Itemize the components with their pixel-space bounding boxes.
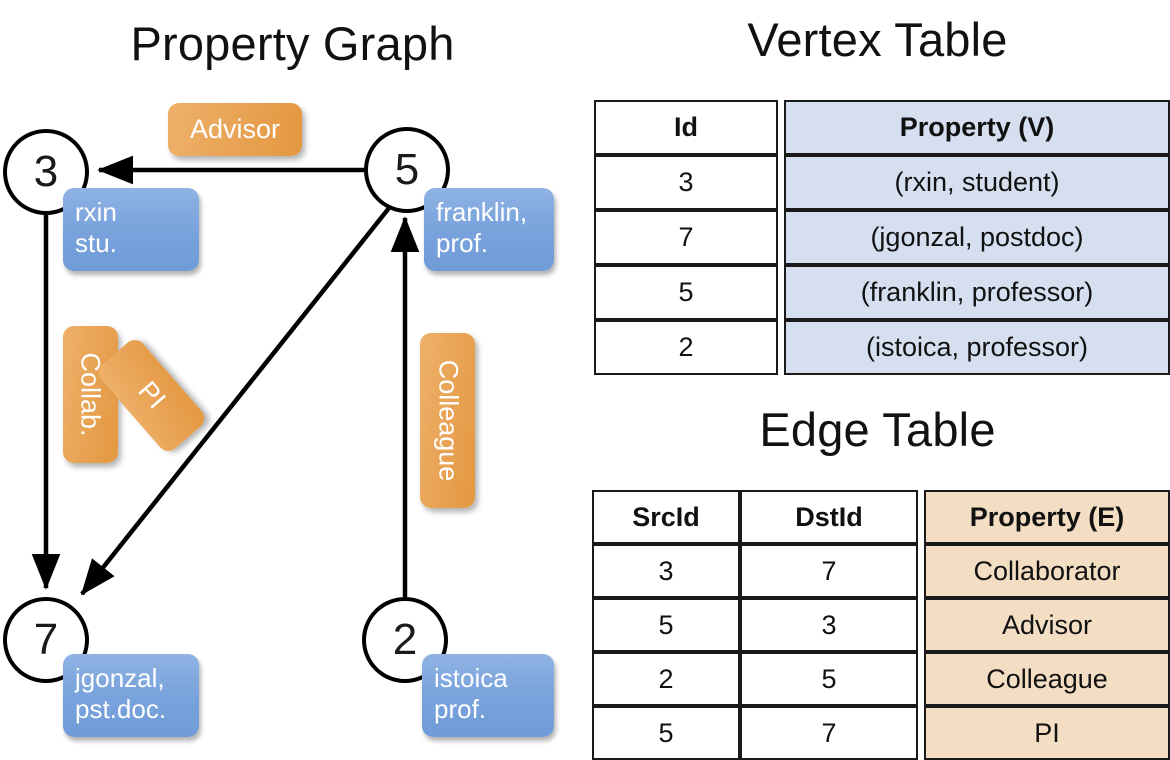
edge-table-header-row: SrcId DstId Property (E) (592, 490, 1170, 544)
vertex-row-0-property: (rxin, student) (784, 155, 1170, 210)
edge-row-3-dst: 7 (740, 706, 918, 760)
graph-node-5[interactable]: 5 (364, 127, 450, 213)
edge-label-collab: Collab. (63, 326, 118, 463)
table-row: 5 (franklin, professor) (594, 265, 1170, 320)
edge-pi-5-to-7 (80, 206, 391, 596)
edge-label-advisor-text: Advisor (189, 114, 281, 144)
edge-row-3-property: PI (924, 706, 1170, 760)
vertex-property-box-3-line1: rxin (75, 197, 117, 227)
edge-table-header-srcid: SrcId (592, 490, 740, 544)
vertex-property-box-3-line2: stu. (75, 228, 117, 258)
vertex-property-box-7: jgonzal, pst.doc. (63, 654, 199, 737)
vertex-table-header-row: Id Property (V) (594, 100, 1170, 155)
vertex-row-3-id: 2 (594, 320, 778, 375)
table-row: 5 3 Advisor (592, 598, 1170, 652)
page-title-property-graph: Property Graph (130, 17, 455, 70)
edge-table-header-dstid: DstId (740, 490, 918, 544)
edge-table-header-property: Property (E) (924, 490, 1170, 544)
page-title-edge-table: Edge Table (759, 403, 996, 456)
table-row: 7 (jgonzal, postdoc) (594, 210, 1170, 265)
vertex-property-box-5: franklin, prof. (424, 188, 554, 271)
edge-label-advisor: Advisor (168, 103, 302, 156)
table-row: 2 (istoica, professor) (594, 320, 1170, 375)
graph-node-2[interactable]: 2 (362, 597, 448, 683)
table-row: 5 7 PI (592, 706, 1170, 760)
graph-node-3-label: 3 (33, 147, 59, 196)
edge-row-1-property: Advisor (924, 598, 1170, 652)
graph-node-5-label: 5 (394, 145, 420, 194)
vertex-row-1-property: (jgonzal, postdoc) (784, 210, 1170, 265)
vertex-property-box-5-line1: franklin, (436, 197, 528, 227)
edge-row-1-dst: 3 (740, 598, 918, 652)
graph-node-7-label: 7 (33, 615, 59, 664)
edge-label-colleague: Colleague (420, 333, 475, 508)
vertex-row-1-id: 7 (594, 210, 778, 265)
vertex-table-header-id: Id (594, 100, 778, 155)
vertex-row-0-id: 3 (594, 155, 778, 210)
graph-edges-svg (31, 155, 420, 597)
edge-label-pi-text: PI (132, 375, 172, 415)
edge-table: SrcId DstId Property (E) 3 7 Collaborato… (592, 490, 1170, 760)
vertex-row-3-property: (istoica, professor) (784, 320, 1170, 375)
graph-node-2-label: 2 (392, 615, 418, 664)
vertex-property-box-2-line1: istoica (434, 663, 508, 693)
edge-row-2-src: 2 (592, 652, 740, 706)
vertex-property-box-5-line2: prof. (436, 228, 489, 258)
edge-row-2-property: Colleague (924, 652, 1170, 706)
page-title-vertex-table: Vertex Table (747, 13, 1008, 66)
edge-row-1-src: 5 (592, 598, 740, 652)
vertex-property-box-3: rxin stu. (63, 188, 199, 271)
edge-row-3-src: 5 (592, 706, 740, 760)
edge-label-colleague-text: Colleague (433, 359, 463, 482)
vertex-property-box-7-line2: pst.doc. (75, 694, 167, 724)
edge-row-0-dst: 7 (740, 544, 918, 598)
vertex-property-box-2-line2: prof. (434, 694, 487, 724)
vertex-row-2-property: (franklin, professor) (784, 265, 1170, 320)
vertex-property-box-7-line1: jgonzal, (75, 663, 165, 693)
vertex-row-2-id: 5 (594, 265, 778, 320)
edge-row-0-property: Collaborator (924, 544, 1170, 598)
table-row: 3 7 Collaborator (592, 544, 1170, 598)
table-row: 3 (rxin, student) (594, 155, 1170, 210)
vertex-property-box-2: istoica prof. (422, 654, 554, 737)
vertex-table: Id Property (V) 3 (rxin, student) 7 (jgo… (594, 100, 1170, 375)
edge-row-2-dst: 5 (740, 652, 918, 706)
table-row: 2 5 Colleague (592, 652, 1170, 706)
edge-row-0-src: 3 (592, 544, 740, 598)
vertex-table-header-property: Property (V) (784, 100, 1170, 155)
